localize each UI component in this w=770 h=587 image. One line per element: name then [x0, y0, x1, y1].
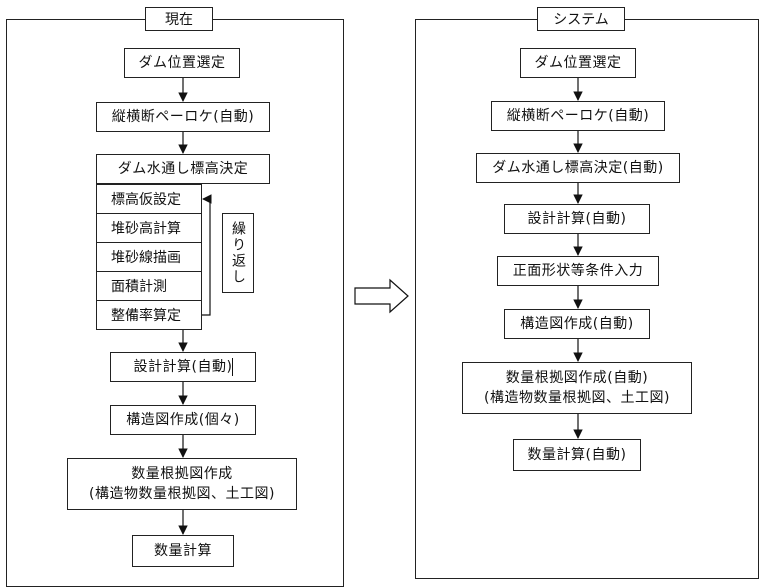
system-step-dam-location: ダム位置選定	[520, 48, 636, 78]
system-step-design-calc: 設計計算(自動)	[504, 204, 650, 234]
system-step-quantity-calc: 数量計算(自動)	[513, 439, 641, 471]
current-quantity-drawing-line2: (構造物数量根拠図、土工図)	[89, 486, 275, 502]
current-repeat-label: 繰り返し	[222, 213, 254, 293]
system-step-structure-drawing-auto: 構造図作成(自動)	[504, 309, 650, 339]
repeat-loop-path	[202, 194, 212, 316]
current-loop-step-elevation-tentative: 標高仮設定	[96, 184, 202, 214]
system-quantity-drawing-line1: 数量根拠図作成(自動)	[505, 370, 649, 386]
current-step-quantity-basis-drawing: 数量根拠図作成 (構造物数量根拠図、土工図)	[67, 458, 297, 510]
system-step-spillway-elevation-auto: ダム水通し標高決定(自動)	[476, 153, 680, 183]
system-panel-title: システム	[537, 7, 625, 31]
current-step-dam-location: ダム位置選定	[124, 48, 240, 78]
current-step-quantity-calc: 数量計算	[132, 535, 234, 567]
system-step-quantity-basis-drawing: 数量根拠図作成(自動) (構造物数量根拠図、土工図)	[462, 362, 692, 414]
system-step-profile-auto: 縦横断ペーロケ(自動)	[491, 101, 665, 131]
current-quantity-drawing-line1: 数量根拠図作成	[131, 466, 233, 482]
transition-arrow-icon	[354, 278, 409, 314]
current-step-structure-drawing: 構造図作成(個々)	[110, 405, 256, 435]
current-step-profile-auto: 縦横断ペーロケ(自動)	[96, 102, 270, 132]
current-loop-step-sediment-height: 堆砂高計算	[96, 213, 202, 243]
current-loop-step-sediment-line: 堆砂線描画	[96, 242, 202, 272]
current-loop-step-maintenance-rate: 整備率算定	[96, 300, 202, 330]
current-panel-title: 現在	[145, 7, 213, 31]
system-quantity-drawing-line2: (構造物数量根拠図、土工図)	[484, 390, 670, 406]
text-cursor	[232, 358, 233, 376]
current-step-spillway-elevation: ダム水通し標高決定	[96, 154, 270, 184]
current-loop-step-area-measure: 面積計測	[96, 271, 202, 301]
current-step-design-calc: 設計計算(自動)	[110, 352, 256, 382]
system-step-front-shape-input: 正面形状等条件入力	[497, 256, 659, 286]
